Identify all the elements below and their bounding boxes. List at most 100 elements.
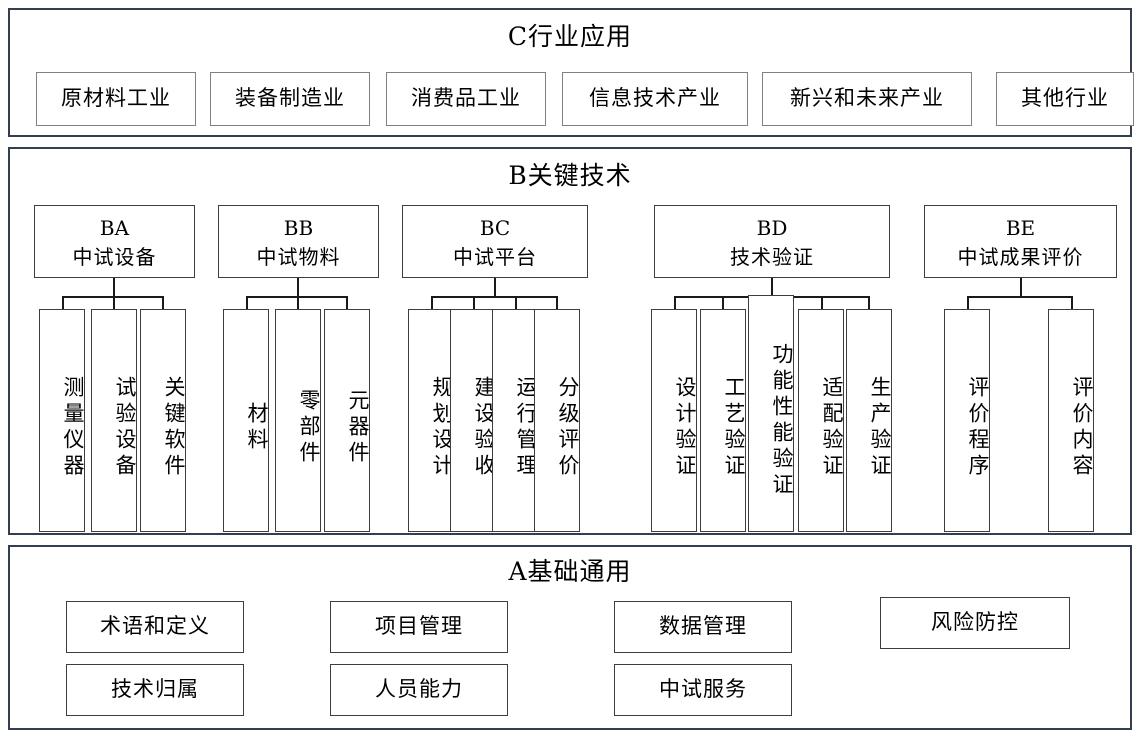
- connector-stem-bd: [771, 278, 773, 297]
- group-box-be[interactable]: BE 中试成果评价: [924, 205, 1117, 278]
- leaf-box-ba-3[interactable]: 关键软件: [140, 309, 186, 532]
- leaf-label: 生产验证: [868, 375, 892, 480]
- leaf-box-bb-2[interactable]: 零部件: [275, 309, 321, 532]
- leaf-label: 试验设备: [113, 375, 137, 480]
- base-box-risk-prevention[interactable]: 风险防控: [880, 597, 1070, 649]
- group-box-bc[interactable]: BC 中试平台: [402, 205, 588, 278]
- group-code: BC: [479, 215, 511, 240]
- leaf-box-bb-1[interactable]: 材料: [223, 309, 269, 532]
- connector-drop-bd-4: [821, 296, 823, 310]
- group-code: BD: [756, 215, 788, 240]
- connector-stem-bc: [494, 278, 496, 297]
- industry-chip-label: 新兴和未来产业: [790, 86, 944, 111]
- section-c-industry-application: C行业应用 原材料工业 装备制造业 消费品工业 信息技术产业 新兴和未来产业 其…: [8, 8, 1134, 137]
- connector-bar-be: [967, 296, 1073, 298]
- section-b-title: B关键技术: [508, 161, 632, 190]
- base-box-personnel-capability[interactable]: 人员能力: [330, 664, 508, 716]
- connector-drop-ba-3: [162, 296, 164, 310]
- industry-chip-label: 装备制造业: [235, 86, 345, 111]
- leaf-label: 关键软件: [162, 375, 186, 480]
- leaf-box-ba-2[interactable]: 试验设备: [91, 309, 137, 532]
- leaf-box-bd-3[interactable]: 功能性能验证: [748, 295, 794, 532]
- connector-drop-ba-1: [62, 296, 64, 310]
- leaf-box-bd-1[interactable]: 设计验证: [651, 309, 697, 532]
- leaf-box-bd-5[interactable]: 生产验证: [846, 309, 892, 532]
- connector-drop-bb-2: [297, 296, 299, 310]
- leaf-label: 功能性能验证: [770, 342, 794, 499]
- connector-drop-bb-3: [346, 296, 348, 310]
- industry-chip-label: 信息技术产业: [589, 86, 721, 111]
- connector-drop-bd-5: [868, 296, 870, 310]
- connector-drop-bd-2: [722, 296, 724, 310]
- industry-chip-equipment-manufacturing[interactable]: 装备制造业: [210, 72, 370, 126]
- industry-chip-emerging-future[interactable]: 新兴和未来产业: [762, 72, 972, 126]
- industry-chip-label: 原材料工业: [61, 86, 171, 111]
- base-box-technology-ownership[interactable]: 技术归属: [66, 664, 244, 716]
- leaf-box-bd-2[interactable]: 工艺验证: [700, 309, 746, 532]
- leaf-label: 材料: [245, 401, 269, 454]
- leaf-box-bc-3[interactable]: 运行管理: [492, 309, 538, 532]
- leaf-label: 元器件: [346, 388, 370, 467]
- connector-drop-be-2: [1071, 296, 1073, 310]
- leaf-box-bc-1[interactable]: 规划设计: [408, 309, 454, 532]
- connector-drop-bb-1: [246, 296, 248, 310]
- leaf-label: 适配验证: [820, 375, 844, 480]
- leaf-label: 评价内容: [1070, 375, 1094, 480]
- connector-drop-bc-4: [556, 296, 558, 310]
- connector-drop-bc-3: [515, 296, 517, 310]
- group-code: BA: [99, 215, 130, 240]
- connector-stem-be: [1020, 278, 1022, 297]
- connector-stem-bb: [297, 278, 299, 297]
- group-box-bb[interactable]: BB 中试物料: [218, 205, 379, 278]
- leaf-label: 工艺验证: [722, 375, 746, 480]
- base-box-data-management[interactable]: 数据管理: [614, 601, 792, 653]
- base-box-label: 中试服务: [659, 677, 747, 702]
- base-box-project-management[interactable]: 项目管理: [330, 601, 508, 653]
- base-box-label: 人员能力: [375, 677, 463, 702]
- group-name: 技术验证: [730, 244, 814, 269]
- leaf-box-bc-4[interactable]: 分级评价: [534, 309, 580, 532]
- leaf-box-be-2[interactable]: 评价内容: [1048, 309, 1094, 532]
- leaf-box-bb-3[interactable]: 元器件: [324, 309, 370, 532]
- base-box-label: 项目管理: [375, 614, 463, 639]
- group-box-ba[interactable]: BA 中试设备: [34, 205, 195, 278]
- base-box-pilot-service[interactable]: 中试服务: [614, 664, 792, 716]
- industry-chip-label: 消费品工业: [411, 86, 521, 111]
- industry-chip-information-technology[interactable]: 信息技术产业: [562, 72, 748, 126]
- connector-drop-ba-2: [113, 296, 115, 310]
- group-name: 中试平台: [453, 244, 537, 269]
- base-box-label: 数据管理: [659, 614, 747, 639]
- connector-drop-be-1: [967, 296, 969, 310]
- group-name: 中试成果评价: [957, 244, 1084, 269]
- connector-drop-bd-1: [674, 296, 676, 310]
- leaf-label: 评价程序: [966, 375, 990, 480]
- connector-stem-ba: [113, 278, 115, 297]
- leaf-label: 测量仪器: [61, 375, 85, 480]
- industry-chip-label: 其他行业: [1021, 86, 1109, 111]
- leaf-box-ba-1[interactable]: 测量仪器: [39, 309, 85, 532]
- group-name: 中试物料: [256, 244, 341, 269]
- group-box-bd[interactable]: BD 技术验证: [654, 205, 890, 278]
- leaf-label: 设计验证: [673, 375, 697, 480]
- group-code: BB: [283, 215, 314, 240]
- industry-chip-consumer-goods[interactable]: 消费品工业: [386, 72, 546, 126]
- base-box-terminology[interactable]: 术语和定义: [66, 601, 244, 653]
- industry-chip-raw-materials[interactable]: 原材料工业: [36, 72, 196, 126]
- section-a-title: A基础通用: [508, 557, 632, 586]
- connector-bar-bc: [431, 296, 558, 298]
- leaf-label: 零部件: [297, 388, 321, 467]
- leaf-box-bd-4[interactable]: 适配验证: [798, 309, 844, 532]
- connector-drop-bc-2: [473, 296, 475, 310]
- section-c-title: C行业应用: [507, 22, 633, 51]
- section-b-key-technology: B关键技术 BA 中试设备 测量仪器 试验设备 关键软件 BB 中试物料: [8, 147, 1132, 535]
- group-code: BE: [1005, 215, 1036, 240]
- leaf-box-be-1[interactable]: 评价程序: [944, 309, 990, 532]
- leaf-label: 分级评价: [556, 375, 580, 480]
- base-box-label: 术语和定义: [100, 614, 210, 639]
- connector-drop-bc-1: [431, 296, 433, 310]
- leaf-box-bc-2[interactable]: 建设验收: [450, 309, 496, 532]
- section-a-basic-common: A基础通用 术语和定义 项目管理 数据管理 风险防控 技术归属 人员能力 中试服…: [8, 545, 1132, 730]
- group-name: 中试设备: [72, 244, 157, 269]
- industry-chip-other[interactable]: 其他行业: [996, 72, 1134, 126]
